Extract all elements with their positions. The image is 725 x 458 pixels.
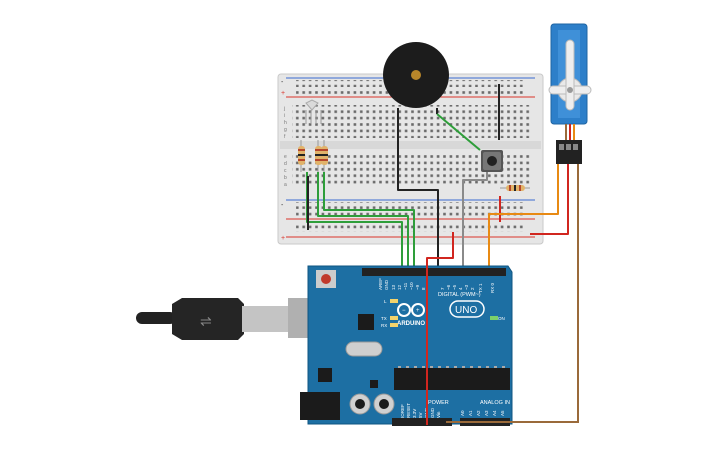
digital-pin-labels: 13 12 ~11 ~10 ~9 8 7 ~6 ~5 4 ~3 2 TX 1 R…	[391, 282, 495, 293]
wire-red-3	[530, 162, 569, 235]
svg-text:b: b	[284, 175, 287, 181]
svg-text:f: f	[284, 134, 286, 140]
svg-text:j: j	[283, 106, 285, 112]
atmega-chip	[394, 368, 510, 390]
bottom-power-rail: - +	[281, 199, 535, 242]
rail-plus-label: +	[281, 90, 285, 97]
svg-text:TX 1: TX 1	[478, 283, 483, 293]
svg-text:a: a	[284, 182, 287, 188]
svg-text:GND: GND	[430, 407, 435, 418]
svg-text:~5: ~5	[452, 284, 457, 290]
brand-text: ARDUINO	[397, 321, 425, 327]
svg-text:4: 4	[458, 287, 463, 290]
l-led	[390, 299, 398, 303]
svg-text:Vin: Vin	[436, 411, 441, 418]
rail-plus-label-bottom: +	[281, 235, 285, 242]
wire-green-2	[317, 172, 409, 270]
l-label: L	[384, 299, 387, 304]
digital-header	[362, 268, 506, 276]
svg-text:e: e	[284, 154, 287, 160]
wire-black-2	[397, 186, 439, 270]
digital-header-label: DIGITAL (PWM~)	[438, 292, 481, 298]
wire-orange	[488, 162, 559, 270]
wire-brown-board	[446, 370, 579, 423]
wire-green-3	[323, 172, 415, 270]
arduino-logo: − + ARDUINO UNO	[397, 300, 485, 327]
svg-text:RX 0: RX 0	[490, 282, 495, 293]
svg-text:A2: A2	[476, 410, 481, 416]
arduino-uno-board[interactable]: DIGITAL (PWM~) AREF GND 13 12 ~11 ~10 ~9…	[300, 265, 513, 426]
terminal-strip-top	[292, 105, 530, 138]
micro-servo[interactable]	[548, 23, 592, 164]
gnd-label: GND	[384, 279, 389, 290]
svg-text:~3: ~3	[464, 284, 469, 290]
svg-text:IOREF: IOREF	[400, 404, 405, 418]
svg-text:7: 7	[440, 287, 445, 290]
push-button[interactable]	[481, 150, 503, 172]
rgb-led[interactable]	[305, 99, 322, 124]
svg-text:+: +	[416, 308, 420, 314]
aref-label: AREF	[378, 278, 383, 290]
power-header	[392, 418, 452, 426]
svg-text:12: 12	[397, 284, 402, 290]
svg-text:A0: A0	[460, 410, 465, 416]
svg-text:2: 2	[470, 287, 475, 290]
svg-text:3.3V: 3.3V	[412, 409, 417, 418]
resistor-4[interactable]	[500, 185, 530, 191]
svg-text:8: 8	[421, 287, 426, 290]
resistor-2[interactable]	[315, 140, 322, 172]
svg-text:5V: 5V	[418, 412, 423, 418]
rx-led	[390, 323, 398, 327]
svg-text:A4: A4	[492, 410, 497, 416]
tx-label: TX	[381, 316, 387, 321]
svg-text:h: h	[284, 120, 287, 126]
model-text: UNO	[455, 305, 477, 316]
usb-chip	[358, 314, 374, 330]
voltage-regulator	[318, 368, 332, 382]
rx-label: RX	[381, 323, 387, 328]
analog-header-label: ANALOG IN	[480, 400, 510, 406]
crystal	[345, 341, 383, 357]
rail-minus-label: -	[281, 79, 284, 86]
svg-text:A3: A3	[484, 410, 489, 416]
svg-text:13: 13	[391, 284, 396, 290]
svg-text:~11: ~11	[403, 282, 408, 290]
svg-text:c: c	[284, 168, 287, 174]
svg-text:~10: ~10	[409, 282, 414, 290]
svg-text:~9: ~9	[415, 284, 420, 290]
tx-led	[390, 316, 398, 320]
piezo-buzzer[interactable]	[383, 42, 449, 186]
wire-grey	[462, 172, 488, 270]
on-label: ON	[498, 316, 505, 321]
rail-minus-label-bottom: -	[281, 202, 284, 209]
svg-text:−: −	[402, 308, 406, 314]
power-jack[interactable]	[300, 392, 340, 420]
svg-text:~6: ~6	[446, 284, 451, 290]
svg-text:RESET: RESET	[406, 403, 411, 418]
svg-text:g: g	[284, 127, 287, 133]
resistor-1[interactable]	[298, 140, 305, 172]
wire-green-4	[436, 113, 481, 151]
row-letters: j i h g f e d c b a	[283, 106, 287, 188]
svg-text:d: d	[284, 161, 287, 167]
svg-text:i: i	[284, 113, 285, 119]
on-led	[490, 316, 498, 320]
analog-pin-labels: A0 A1 A2 A3 A4 A5	[460, 410, 505, 416]
resistor-3[interactable]	[321, 140, 328, 172]
svg-text:A5: A5	[500, 410, 505, 416]
power-header-label: POWER	[428, 400, 449, 406]
usb-icon: ⇌	[200, 313, 212, 329]
svg-text:A1: A1	[468, 410, 473, 416]
